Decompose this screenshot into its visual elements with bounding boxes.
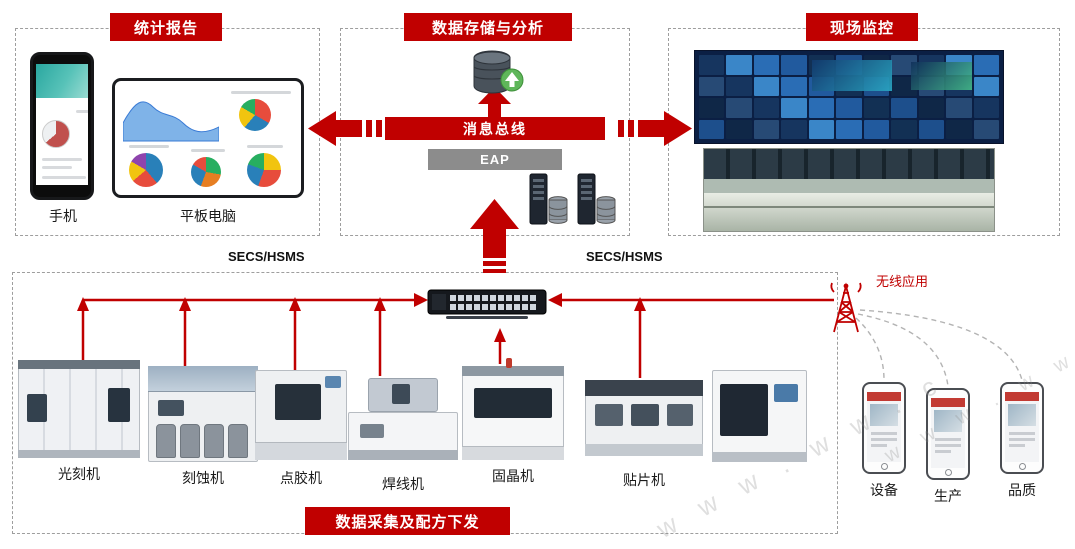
factory-floor-photo [703, 148, 995, 232]
video-wall-highlight-2 [910, 62, 973, 90]
network-switch [427, 289, 547, 319]
machine-label-lithography: 光刻机 [58, 466, 100, 482]
tablet-mockup [112, 78, 304, 198]
monitoring-title: 现场监控 [806, 13, 918, 41]
storage-title: 数据存储与分析 [404, 13, 572, 41]
smartphone-pie-chart [42, 120, 70, 148]
machine-label-die-bonder: 固晶机 [492, 468, 534, 484]
watermark-2: w w w . w w . c [881, 315, 1075, 468]
machine-dispenser [255, 370, 347, 460]
app-label-production: 生产 [934, 488, 962, 504]
machine-label-etcher: 刻蚀机 [182, 470, 224, 486]
factory-mid-band [704, 178, 994, 194]
phone-label: 手机 [49, 208, 77, 224]
tablet-label: 平板电脑 [180, 208, 236, 224]
machine-label-wire-bonder: 焊线机 [382, 476, 424, 492]
control-room-photo [694, 50, 1004, 144]
tablet-area-chart [123, 101, 219, 142]
reports-title: 统计报告 [110, 13, 222, 41]
video-wall-highlight [812, 60, 893, 92]
app-label-equipment: 设备 [870, 482, 898, 498]
app-label-quality: 品质 [1008, 482, 1036, 498]
app-phone-quality [1000, 382, 1044, 474]
wireless-links [855, 309, 1023, 387]
tablet-pie-3 [191, 157, 221, 187]
acquisition-title: 数据采集及配方下发 [305, 507, 510, 535]
tablet-pie-2 [129, 153, 163, 187]
tablet-pie-1 [239, 99, 271, 131]
tablet-pie-4 [247, 153, 281, 187]
smartphone-screen [36, 64, 88, 185]
eap-bar: EAP [428, 149, 562, 170]
app-phone-equipment [862, 382, 906, 474]
machine-xray-inspector [712, 370, 807, 462]
protocol-label-right: SECS/HSMS [586, 249, 663, 264]
machine-die-bonder [462, 358, 564, 460]
antenna-icon [830, 282, 862, 333]
app-phone-production [926, 388, 970, 480]
factory-floor-line [704, 206, 994, 209]
machine-label-placement: 贴片机 [623, 472, 665, 488]
video-wall-tiles [699, 55, 999, 139]
machine-wire-bonder [348, 378, 458, 460]
machine-etcher [148, 366, 258, 462]
machine-lithography [18, 360, 140, 458]
factory-screen-band [704, 149, 994, 179]
wireless-label: 无线应用 [876, 274, 929, 289]
server-icon [529, 173, 616, 225]
message-bus-bar: 消息总线 [385, 117, 605, 140]
database-icon [473, 50, 524, 94]
protocol-label-left: SECS/HSMS [228, 249, 305, 264]
smartphone-mockup [30, 52, 94, 200]
machine-label-dispenser: 点胶机 [280, 470, 322, 486]
factory-floor [704, 193, 994, 231]
machine-placement [585, 380, 703, 456]
smartphone-banner [36, 64, 88, 98]
